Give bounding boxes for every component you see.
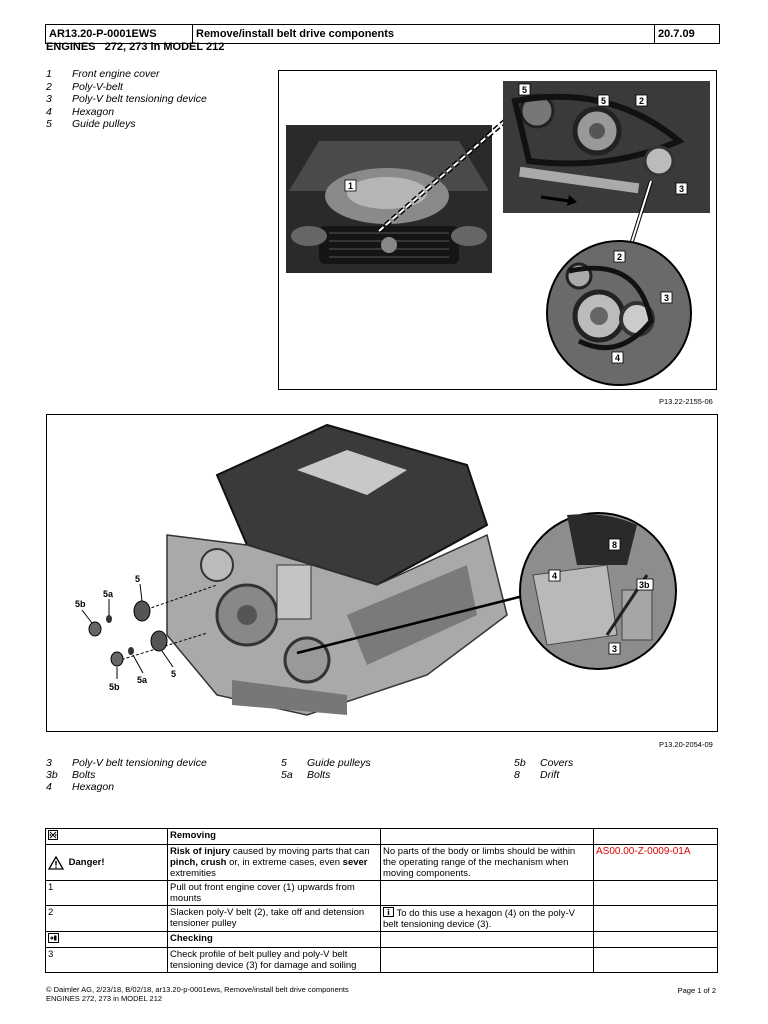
svg-text:8: 8 [612,540,617,550]
callout-3b: 3b [636,578,654,591]
callout-5: 5 [518,83,531,96]
figure-engine-pulleys: 5 5a 5b 5 5a 5b 8 4 3b 3 [46,414,718,732]
step-text: Pull out front engine cover (1) upwards … [167,880,381,906]
danger-reference-link[interactable]: AS00.00-Z-0009-01A [593,844,718,881]
section-checking: Checking [167,931,381,948]
svg-text:5: 5 [522,85,527,95]
footer-copyright: © Daimler AG, 2/23/18, B/02/18, ar13.20-… [46,985,349,994]
callout-5a: 5a [137,675,148,685]
document-header-table: AR13.20-P-0001EWS Remove/install belt dr… [45,24,720,44]
svg-text:3: 3 [664,293,669,303]
danger-text: Risk of injury caused by moving parts th… [167,844,381,881]
callout-5a: 5a [103,589,114,599]
svg-text:3: 3 [612,644,617,654]
removing-icon [48,830,58,840]
footer: © Daimler AG, 2/23/18, B/02/18, ar13.20-… [46,985,349,1003]
step-text: Slacken poly-V belt (2), take off and de… [167,905,381,932]
svg-text:2: 2 [639,96,644,106]
callout-1: 1 [344,179,357,192]
document-subtitle: ENGINES 272, 273 in MODEL 212 [46,41,225,53]
svg-text:4: 4 [552,571,557,581]
callout-3: 3 [660,291,673,304]
section-removing: Removing [167,828,381,845]
callout-5: 5 [597,94,610,107]
document-date: 20.7.09 [654,24,720,44]
figure1-code: P13.22-2155-06 [659,397,713,406]
danger-measure: No parts of the body or limbs should be … [380,844,594,881]
callout-2: 2 [635,94,648,107]
callout-5b: 5b [75,599,86,609]
table-row: Removing [45,828,718,845]
callout-3: 3 [608,642,621,655]
warning-triangle-icon [47,855,65,870]
table-row: 2 Slacken poly-V belt (2), take off and … [45,905,718,932]
table-row: 1 Pull out front engine cover (1) upward… [45,880,718,906]
svg-text:5: 5 [601,96,606,106]
svg-text:1: 1 [348,181,353,191]
work-steps-table: Removing Danger! Risk of injury caused b… [45,828,718,973]
engine-illustration: 5 5a 5b 5 5a 5b 8 4 3b 3 [75,423,677,716]
step-text: Check profile of belt pulley and poly-V … [167,947,381,973]
callout-5: 5 [171,669,176,679]
checking-icon [48,933,59,943]
footer-engines: ENGINES 272, 273 in MODEL 212 [46,994,163,1003]
callout-5: 5 [135,574,140,584]
table-row: Checking [45,931,718,948]
figure-engine-bay: 1 5 5 2 3 2 3 4 [278,70,717,390]
svg-text:3: 3 [679,184,684,194]
callout-3: 3 [675,182,688,195]
step-number: 2 [45,905,168,932]
info-icon [383,907,394,917]
step-number: 1 [45,880,168,906]
callout-4: 4 [548,569,561,582]
svg-text:2: 2 [617,252,622,262]
page-number: Page 1 of 2 [677,986,716,995]
step-number: 3 [45,947,168,973]
step-note: To do this use a hexagon (4) on the poly… [383,908,575,930]
callout-8: 8 [608,538,621,551]
callout-5b: 5b [109,682,120,692]
figure2-code: P13.20-2054-09 [659,740,713,749]
table-row: 3 Check profile of belt pulley and poly-… [45,947,718,973]
document-title: Remove/install belt drive components [192,24,655,44]
svg-text:4: 4 [615,353,620,363]
callout-2: 2 [613,250,626,263]
danger-label: Danger! [68,857,105,868]
document-id: AR13.20-P-0001EWS [45,24,193,44]
svg-text:3b: 3b [639,580,650,590]
engine-bay-illustration: 1 5 5 2 3 2 3 4 [286,81,710,386]
callout-4: 4 [611,351,624,364]
table-row: Danger! Risk of injury caused by moving … [45,844,718,881]
